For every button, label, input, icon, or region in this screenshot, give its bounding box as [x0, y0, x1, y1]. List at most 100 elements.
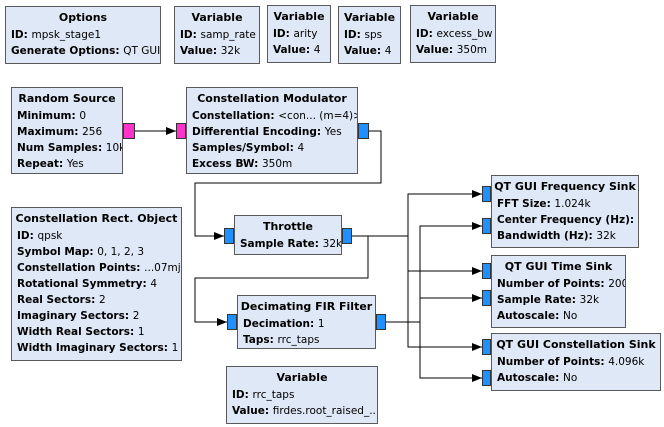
block-param: Real Sectors: 2 [17, 292, 181, 308]
block-param: Width Real Sectors: 1 [17, 324, 181, 340]
block-title: QT GUI Frequency Sink [494, 180, 636, 193]
param-value: 350m [262, 158, 293, 170]
const-sink-in0-port[interactable] [482, 339, 491, 355]
param-key: ID [344, 29, 357, 41]
param-key: Rotational Symmetry [17, 278, 143, 290]
block-param: ID: arity [273, 26, 330, 42]
param-key: Constellation [192, 110, 271, 122]
time-sink-in1-port[interactable] [482, 290, 491, 306]
block-param: Num Samples: 10k [17, 140, 122, 156]
fir-in-port[interactable] [227, 314, 237, 330]
block-title: Variable [276, 371, 328, 384]
param-value: rrc_taps [277, 334, 320, 346]
wire-throttle-to-freq-sink [352, 190, 482, 237]
param-separator: : [163, 342, 172, 354]
param-separator: : [29, 230, 38, 242]
random-source-out-port[interactable] [123, 123, 135, 139]
param-value: 4 [297, 142, 305, 154]
throttle-out-port[interactable] [342, 228, 352, 244]
param-key: ID [17, 230, 30, 242]
param-key: Imaginary Sectors [17, 310, 125, 322]
param-key: Value [416, 44, 449, 56]
const-sink-in1-port[interactable] [482, 370, 491, 386]
param-key: Width Real Sectors [17, 326, 130, 338]
block-param: ID: sps [344, 27, 400, 43]
block-param: Value: 350m [416, 42, 495, 58]
param-separator: : [71, 110, 80, 122]
freq-sink-in1-port[interactable] [482, 218, 491, 234]
param-key: ID [180, 29, 193, 41]
param-value: sps [364, 29, 383, 41]
modulator-out-port[interactable] [358, 123, 369, 139]
param-separator: : [356, 29, 365, 41]
block-param: Sample Rate: 32k [240, 236, 341, 252]
block-param: Rotational Symmetry: 4 [17, 276, 181, 292]
param-value: 2 [98, 294, 106, 306]
block-title: Variable [343, 11, 396, 24]
param-separator: : [269, 334, 278, 346]
block-param: Sample Rate: 32k [497, 292, 625, 308]
param-value: 32k [596, 230, 616, 242]
block-param: Value: firdes.root_raised_... [232, 403, 377, 419]
param-key: Maximum [17, 126, 75, 138]
param-value: 1.024k [554, 198, 591, 210]
block-title: Constellation Rect. Object [15, 212, 178, 225]
param-separator: : [91, 294, 99, 306]
param-separator: : [629, 214, 638, 226]
block-param: Minimum: 0 [17, 108, 122, 124]
param-key: Minimum [17, 110, 72, 122]
param-key: Width Imaginary Sectors [17, 342, 164, 354]
param-key: ID [273, 28, 286, 40]
param-separator: : [244, 389, 253, 401]
throttle-in-port[interactable] [224, 228, 234, 244]
param-separator: : [588, 230, 597, 242]
param-separator: : [89, 246, 98, 258]
param-key: Excess BW [192, 158, 255, 170]
param-value: 1 [171, 342, 179, 354]
block-param: ID: excess_bw [416, 26, 495, 42]
param-value: Yes [66, 158, 84, 170]
block-param: ID: mpsk_stage1 [11, 27, 160, 43]
param-value: 10k [105, 142, 122, 154]
param-key: Value [273, 44, 306, 56]
block-title: QT GUI Constellation Sink [496, 338, 656, 351]
block-param: Autoscale: No [497, 370, 660, 386]
param-value: 1 [317, 318, 325, 330]
param-key: Sample Rate [497, 294, 572, 306]
param-value: firdes.root_raised_... [272, 405, 377, 417]
param-separator: : [264, 405, 273, 417]
block-param: Number of Points: 200 [497, 276, 625, 292]
modulator-in-port[interactable] [176, 123, 186, 139]
fir-out-port[interactable] [376, 314, 386, 330]
param-separator: : [310, 318, 318, 330]
freq-sink-in0-port[interactable] [482, 186, 491, 202]
param-separator: : [571, 294, 580, 306]
param-value: 1 [137, 326, 145, 338]
param-key: Value [344, 45, 377, 57]
block-param: Differential Encoding: Yes [192, 124, 357, 140]
block-param: Constellation Points: ...07mj [17, 260, 181, 276]
time-sink-in0-port[interactable] [482, 263, 491, 279]
param-key: Taps [243, 334, 270, 346]
param-key: ID [416, 28, 429, 40]
param-separator: : [129, 326, 138, 338]
param-value: No [562, 310, 578, 322]
block-param: Width Imaginary Sectors: 1 [17, 340, 181, 356]
param-value: 4 [150, 278, 158, 290]
param-separator: : [376, 45, 385, 57]
